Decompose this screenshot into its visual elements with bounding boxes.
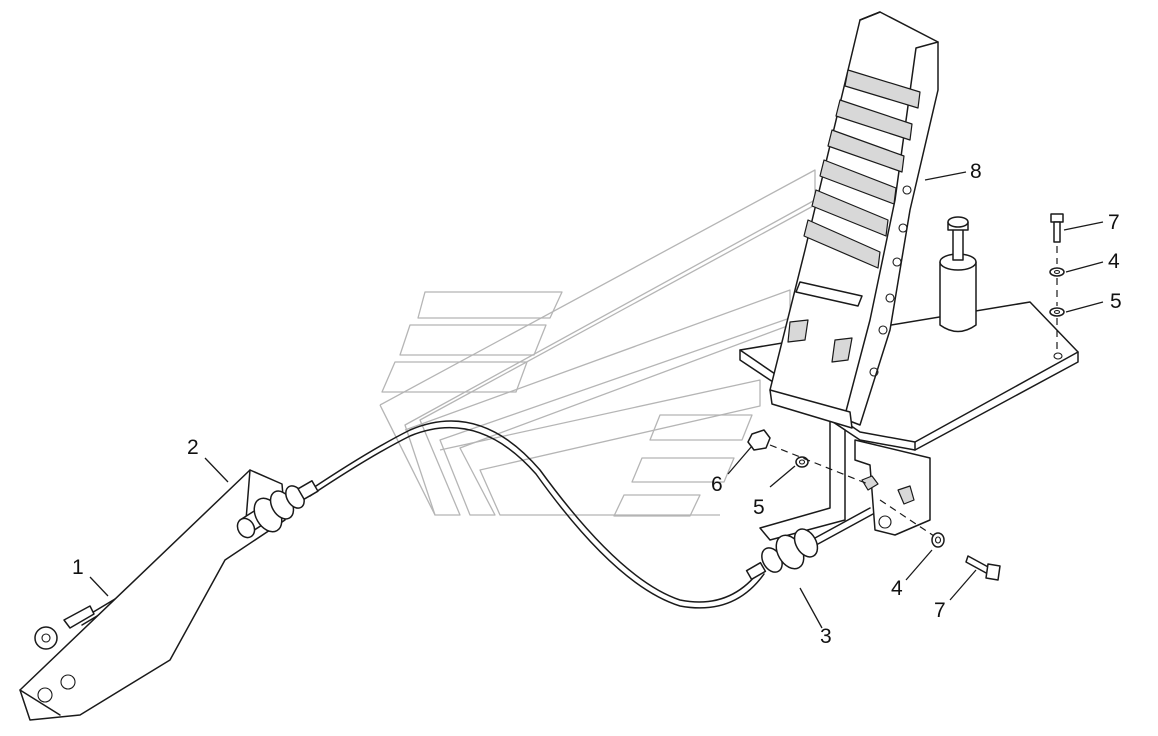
pedal-stop [939,216,977,333]
callout-2: 2 [187,436,199,459]
callout-5-upper: 5 [1110,290,1122,313]
accelerator-pedal [769,11,939,429]
callout-7-lower: 7 [934,599,946,622]
callout-labels: 1 2 3 4 4 5 5 6 7 7 8 [72,160,1122,648]
cable-bracket [759,419,931,541]
callout-7-upper: 7 [1108,211,1120,234]
engine-side-bracket [19,469,286,721]
leader-lines [89,171,1104,629]
callout-8: 8 [970,160,982,183]
callout-1: 1 [72,556,84,579]
callout-6: 6 [711,473,723,496]
pedal-side-adjuster [745,507,874,581]
watermark-logo [379,169,816,517]
bolt-and-washers-upper [1049,213,1065,350]
engine-side-adjuster [236,480,319,539]
callout-4-upper: 4 [1108,250,1120,273]
callout-4-lower: 4 [891,577,903,600]
callout-3: 3 [820,625,832,648]
callout-5-left: 5 [753,496,765,519]
bolt-and-washer-lower [879,499,1001,581]
nut-and-washer-left [747,429,869,485]
